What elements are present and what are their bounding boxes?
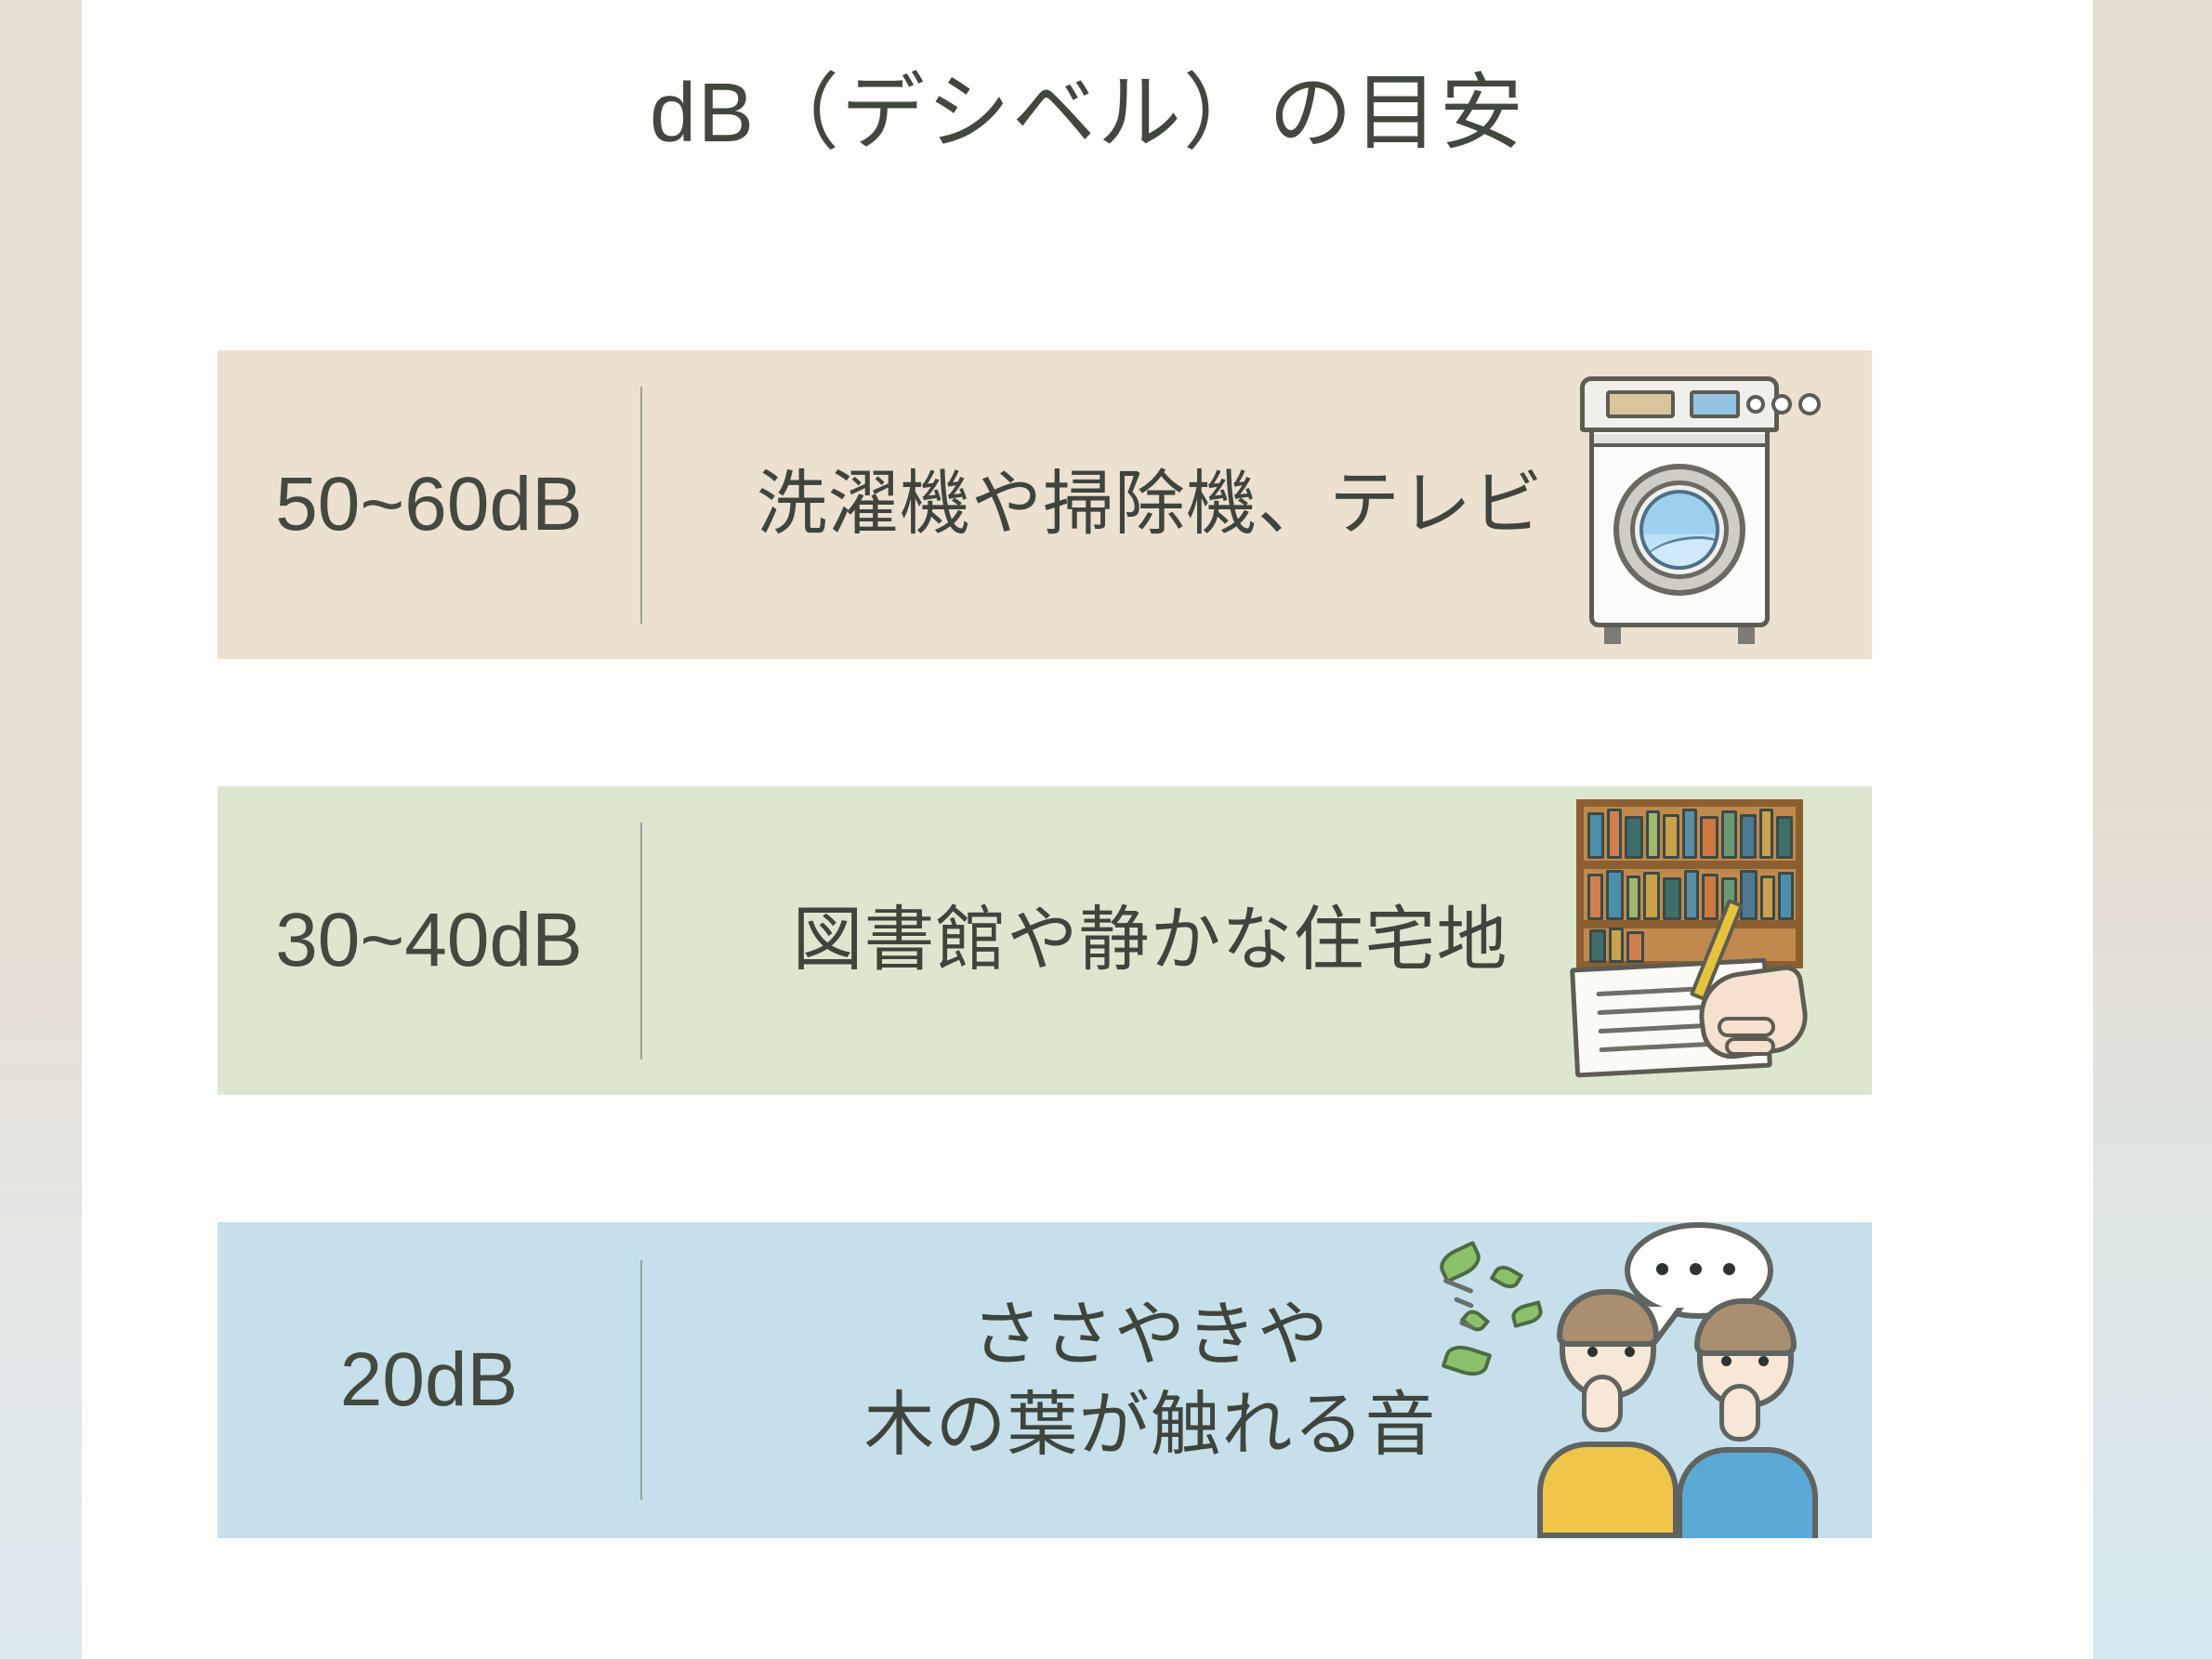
- db-description-quiet: 図書館や静かな住宅地: [792, 901, 1508, 981]
- row-divider: [640, 386, 642, 624]
- db-description-whisper-line2: 木の葉が触れる音: [863, 1386, 1437, 1465]
- row-divider: [640, 1260, 642, 1500]
- db-row-quiet: 30~40dB 図書館や静かな住宅地: [217, 786, 1872, 1095]
- row-divider: [640, 822, 642, 1060]
- db-description-whisper: ささやきや 木の葉が触れる音: [642, 1290, 1872, 1471]
- db-description-whisper-line1: ささやきや: [971, 1295, 1329, 1375]
- db-value-loud: 50~60dB: [275, 462, 583, 546]
- db-value-whisper: 20dB: [339, 1337, 519, 1422]
- content-canvas: dB（デシベル）の目安 50~60dB 洗濯機や掃除機、テレビ 30~40dB …: [82, 0, 2093, 1659]
- right-gutter: [2093, 0, 2212, 1659]
- page-title: dB（デシベル）の目安: [649, 67, 1526, 160]
- db-description-loud: 洗濯機や掃除機、テレビ: [757, 465, 1544, 545]
- db-value-quiet: 30~40dB: [275, 898, 583, 982]
- db-row-loud: 50~60dB 洗濯機や掃除機、テレビ: [217, 350, 1872, 659]
- db-row-whisper: 20dB ささやきや 木の葉が触れる音: [217, 1222, 1872, 1538]
- left-gutter: [0, 0, 82, 1659]
